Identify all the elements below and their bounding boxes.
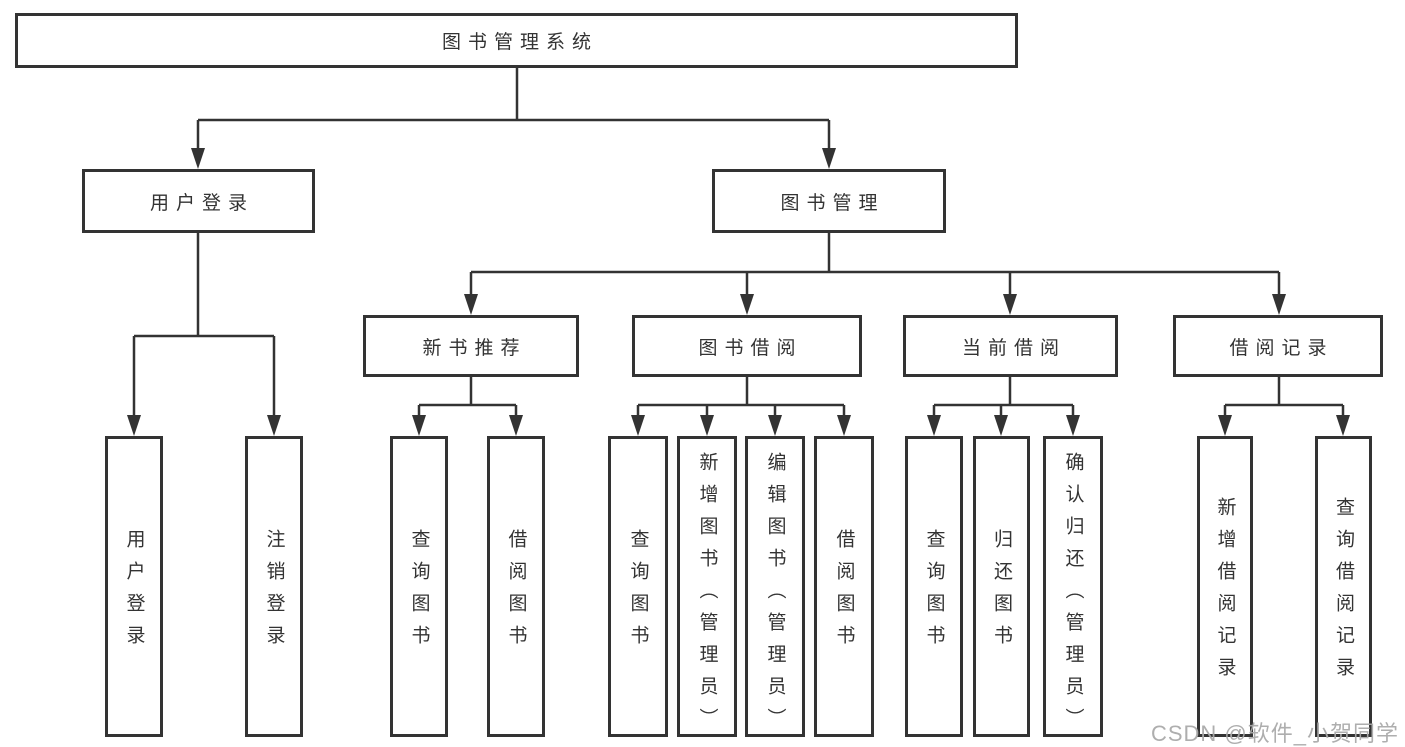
node-new-book-recommendation: 新书推荐 [363,315,579,377]
leaf-query-borrow-record: 查询借阅记录 [1315,436,1372,737]
node-library-management-system: 图书管理系统 [15,13,1018,68]
node-borrowing-records: 借阅记录 [1173,315,1383,377]
leaf-confirm-return-admin: 确认归还（管理员） [1043,436,1103,740]
leaf-user-login: 用户登录 [105,436,163,737]
csdn-watermark: CSDN @软件_小贺同学 [1150,721,1399,746]
node-current-borrowing: 当前借阅 [903,315,1118,377]
leaf-query-books-current: 查询图书 [905,436,963,737]
leaf-borrow-books-recommend: 借阅图书 [487,436,545,737]
arrowhead-icons [127,148,1350,436]
leaf-query-books-recommend: 查询图书 [390,436,448,737]
leaf-query-books-borrowing: 查询图书 [608,436,668,737]
leaf-add-books-admin: 新增图书（管理员） [677,436,737,740]
leaf-return-books: 归还图书 [973,436,1030,737]
leaf-borrow-books: 借阅图书 [814,436,874,737]
leaf-logout: 注销登录 [245,436,303,737]
leaf-edit-books-admin: 编辑图书（管理员） [745,436,805,740]
node-book-borrowing: 图书借阅 [632,315,862,377]
leaf-add-borrow-record: 新增借阅记录 [1197,436,1253,737]
node-book-management: 图书管理 [712,169,946,233]
node-user-login: 用户登录 [82,169,315,233]
